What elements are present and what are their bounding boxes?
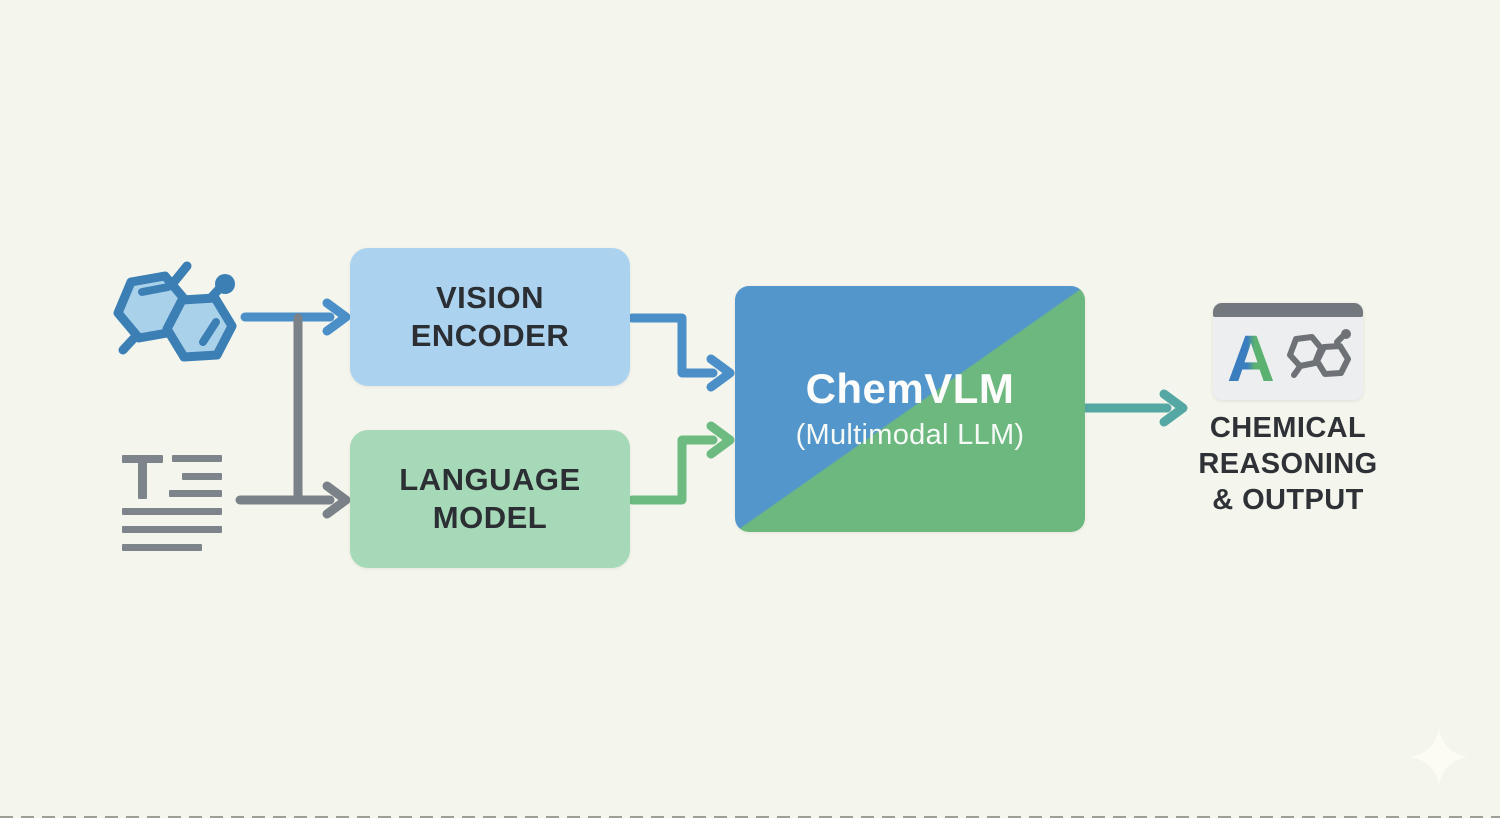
arrow-vision-encoder-to-chemvlm [627,313,735,392]
arrow-language-model-to-chemvlm [627,421,735,505]
molecule-icon [112,260,246,378]
text-icon-t-stem [138,455,147,499]
vision-encoder-node: VISION ENCODER [350,248,630,386]
output-window-icon: A [1213,303,1363,400]
arrow-chemvlm-to-output [1081,389,1188,427]
output-caption-line1: CHEMICAL [1209,412,1367,444]
arrow-molecule-to-vision-encoder [240,298,351,336]
language-model-label-line2: MODEL [432,500,548,535]
letter-a-icon: A [1227,323,1275,391]
molecule-bond-top [169,261,192,287]
chemvlm-node: ChemVLM (Multimodal LLM) [735,286,1085,532]
output-caption: CHEMICAL REASONING & OUTPUT [1178,410,1398,518]
language-model-label-line1: LANGUAGE [399,462,581,498]
molecule-hexagon-2 [162,293,237,362]
text-icon-line-4 [122,508,222,515]
text-icon-line-5 [122,526,222,533]
output-window-titlebar [1213,303,1363,317]
chemvlm-title: ChemVLM [805,365,1015,413]
vision-encoder-label-line2: ENCODER [410,318,570,353]
letter-a-glyph: A [1227,323,1275,391]
text-icon-line-1 [172,455,222,462]
bottom-edge-artifact [0,816,1500,818]
language-model-node: LANGUAGE MODEL [350,430,630,568]
molecule-double-bond-1 [138,283,172,296]
arrow-text-to-language-model [235,481,351,519]
text-icon-line-2 [182,473,222,480]
output-molecule-icon [1287,329,1351,378]
molecule-double-bond-2 [199,318,220,346]
text-icon-line-3 [169,490,222,497]
molecule-atom-circle [215,274,235,294]
sparkle-icon [1410,728,1468,786]
text-document-icon [121,448,243,554]
output-caption-line3: & OUTPUT [1212,484,1364,516]
chemvlm-subtitle: (Multimodal LLM) [795,418,1025,451]
output-caption-line2: REASONING [1198,448,1378,480]
vision-encoder-label-line1: VISION [435,280,545,316]
text-icon-line-6 [122,544,202,551]
